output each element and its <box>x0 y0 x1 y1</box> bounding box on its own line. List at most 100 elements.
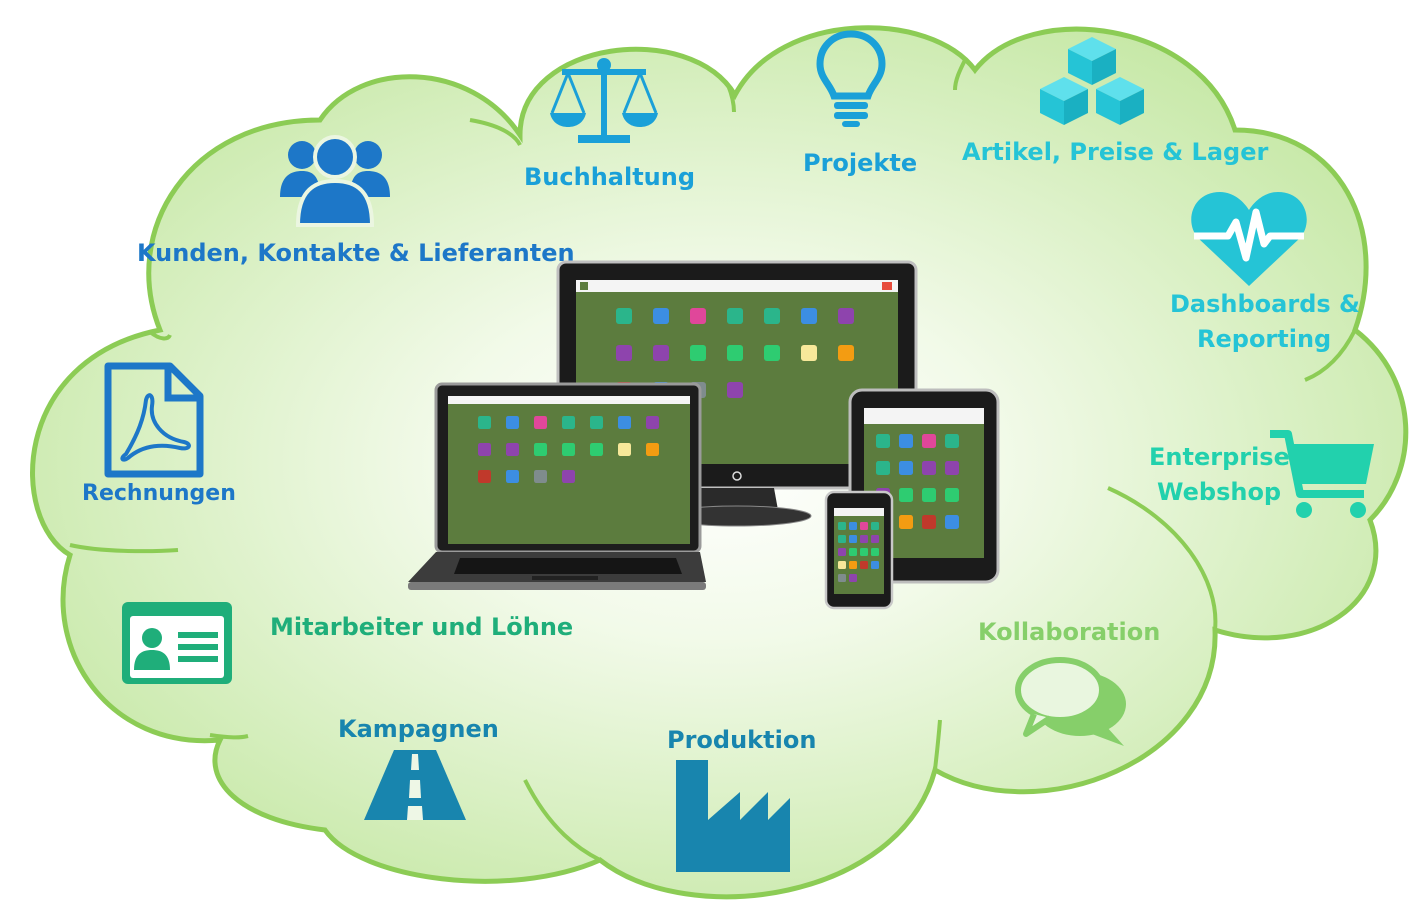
app-tile <box>876 434 890 448</box>
cloud-inner-curve <box>726 84 736 113</box>
dashboards-label-line1: Dashboards & <box>1170 290 1360 318</box>
app-tile <box>590 416 603 429</box>
accounting-label: Buchhaltung <box>524 163 696 191</box>
app-tile <box>838 308 854 324</box>
lightbulb-icon <box>816 30 886 127</box>
app-tile <box>690 345 706 361</box>
app-tile <box>801 345 817 361</box>
factory-icon <box>676 760 790 872</box>
app-tile <box>727 382 743 398</box>
app-tile <box>646 416 659 429</box>
app-tile <box>653 345 669 361</box>
items-label: Artikel, Preise & Lager <box>962 138 1269 166</box>
app-tile <box>899 434 913 448</box>
app-tile <box>646 443 659 456</box>
app-tile <box>616 308 632 324</box>
app-tile <box>899 461 913 475</box>
app-tile <box>534 416 547 429</box>
app-tile <box>764 308 780 324</box>
app-tile <box>838 535 846 543</box>
cloud-inner-curve <box>523 779 601 862</box>
customers-label: Kunden, Kontakte & Lieferanten <box>137 239 575 267</box>
app-tile <box>945 434 959 448</box>
invoices-label: Rechnungen <box>82 481 236 506</box>
heart-pulse-icon <box>1191 192 1307 286</box>
employees-label: Mitarbeiter und Löhne <box>270 613 574 641</box>
app-tile <box>727 308 743 324</box>
app-tile <box>590 443 603 456</box>
boxes-icon <box>1040 37 1144 125</box>
cloud-inner-curve <box>469 118 522 147</box>
app-tile <box>653 308 669 324</box>
app-tile <box>838 574 846 582</box>
app-tile <box>618 443 631 456</box>
app-tile <box>478 416 491 429</box>
cloud-inner-curve <box>209 733 249 740</box>
campaigns-label: Kampagnen <box>338 715 499 743</box>
production-label: Produktion <box>667 726 817 754</box>
cloud-inner-curve <box>1107 486 1218 631</box>
app-tile <box>871 522 879 530</box>
group-icon <box>280 135 390 227</box>
phone <box>824 490 894 610</box>
projects-label: Projekte <box>803 149 918 177</box>
app-tile <box>860 548 868 556</box>
app-tile <box>922 461 936 475</box>
scales-icon <box>550 58 658 143</box>
app-tile <box>562 443 575 456</box>
cloud-inner-curve <box>1304 329 1357 382</box>
app-tile <box>860 522 868 530</box>
cloud-inner-curve <box>69 543 179 554</box>
app-tile <box>871 548 879 556</box>
collaboration-label: Kollaboration <box>978 618 1161 646</box>
cloud-inner-curve <box>953 59 967 91</box>
app-tile <box>801 308 817 324</box>
devices-illustration <box>408 260 1000 610</box>
app-tile <box>860 535 868 543</box>
app-tile <box>849 522 857 530</box>
app-tile <box>727 345 743 361</box>
webshop-label-line2: Webshop <box>1157 478 1282 506</box>
cloud-inner-curve <box>933 719 942 771</box>
app-tile <box>478 470 491 483</box>
app-tile <box>871 535 879 543</box>
app-tile <box>871 561 879 569</box>
app-tile <box>945 461 959 475</box>
app-tile <box>690 308 706 324</box>
dashboards-label-line2: Reporting <box>1197 325 1332 353</box>
app-tile <box>506 416 519 429</box>
app-tile <box>945 515 959 529</box>
pdf-document-icon <box>104 362 204 478</box>
app-tile <box>922 434 936 448</box>
app-tile <box>860 561 868 569</box>
shopping-cart-icon <box>1270 430 1374 518</box>
app-tile <box>922 488 936 502</box>
app-tile <box>562 470 575 483</box>
app-tile <box>838 522 846 530</box>
laptop <box>408 382 706 590</box>
cloud-inner-curve <box>148 330 172 341</box>
app-tile <box>922 515 936 529</box>
app-tile <box>534 470 547 483</box>
app-tile <box>506 470 519 483</box>
app-tile <box>899 488 913 502</box>
app-tile <box>838 345 854 361</box>
app-tile <box>876 461 890 475</box>
chat-bubbles-icon <box>1015 657 1126 746</box>
app-tile <box>764 345 780 361</box>
app-tile <box>849 574 857 582</box>
app-tile <box>534 443 547 456</box>
webshop-label-line1: Enterprise <box>1149 443 1290 471</box>
id-card-icon <box>122 602 232 684</box>
road-icon <box>364 750 466 820</box>
app-tile <box>618 416 631 429</box>
app-tile <box>562 416 575 429</box>
app-tile <box>849 548 857 556</box>
app-tile <box>838 548 846 556</box>
app-tile <box>849 535 857 543</box>
app-tile <box>849 561 857 569</box>
app-tile <box>945 488 959 502</box>
app-tile <box>506 443 519 456</box>
app-tile <box>478 443 491 456</box>
app-tile <box>616 345 632 361</box>
